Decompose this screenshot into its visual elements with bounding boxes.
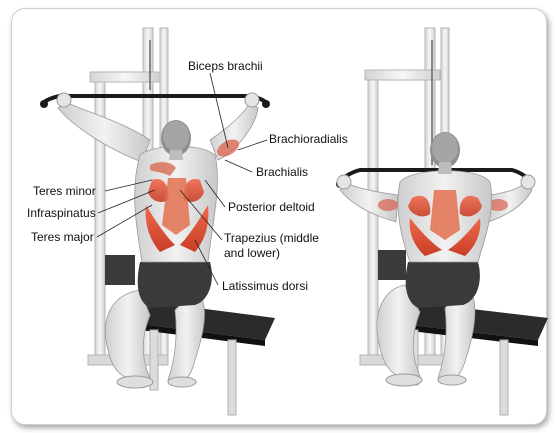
label-teres-minor: Teres minor bbox=[33, 184, 96, 198]
left-figure bbox=[40, 28, 275, 415]
label-infraspinatus: Infraspinatus bbox=[27, 206, 96, 220]
label-biceps-brachii: Biceps brachii bbox=[188, 59, 263, 73]
label-trapezius-line2: and lower) bbox=[224, 246, 280, 260]
label-brachioradialis: Brachioradialis bbox=[269, 132, 348, 146]
right-figure bbox=[336, 28, 548, 415]
label-posterior-deltoid: Posterior deltoid bbox=[228, 200, 315, 214]
label-trapezius-line1: Trapezius (middle bbox=[224, 231, 319, 245]
label-teres-major: Teres major bbox=[31, 230, 94, 244]
label-latissimus-dorsi: Latissimus dorsi bbox=[222, 279, 308, 293]
left-shorts bbox=[138, 262, 212, 308]
right-shorts bbox=[406, 262, 480, 308]
label-brachialis: Brachialis bbox=[256, 165, 308, 179]
